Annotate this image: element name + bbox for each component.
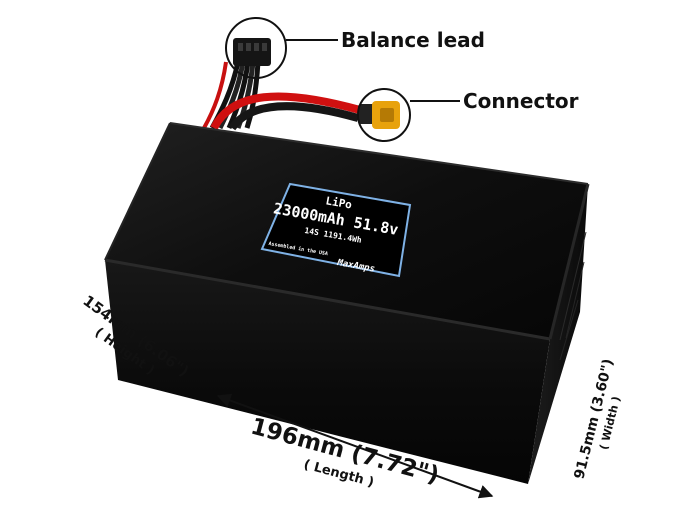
xt-connector — [357, 88, 411, 142]
balance-lead-circle — [225, 17, 287, 79]
power-wires — [210, 92, 362, 131]
connector-circle — [357, 88, 411, 142]
connector-callout: Connector — [463, 89, 579, 113]
red-wire — [210, 92, 362, 130]
label-chemistry: LiPo — [325, 194, 354, 211]
length-arrow — [216, 393, 494, 499]
battery-label: LiPo 23000mAh 51.8v 14S 1191.4Wh Assembl… — [260, 182, 412, 278]
balance-lead-callout: Balance lead — [341, 28, 485, 52]
balance-wires — [202, 61, 261, 130]
black-wire — [228, 102, 360, 131]
balance-plug — [225, 17, 287, 79]
battery-pack — [104, 122, 590, 484]
